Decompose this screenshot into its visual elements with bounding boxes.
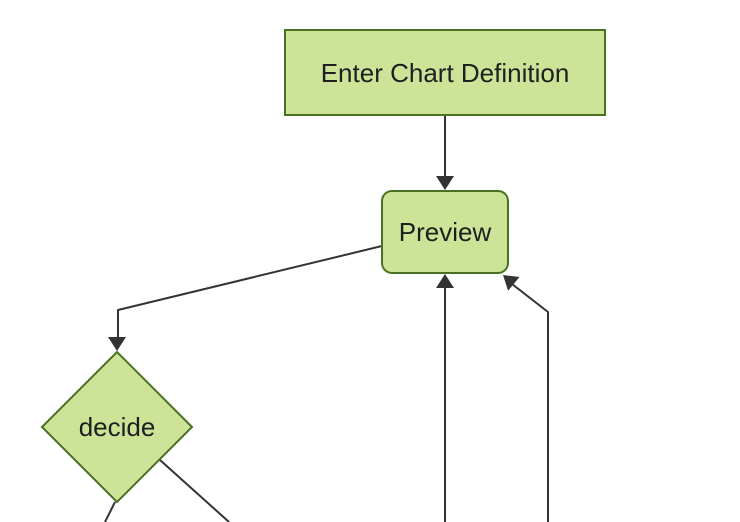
edge-decide-to-offscreen-bottom <box>159 459 230 522</box>
node-label: Preview <box>399 217 492 247</box>
edge-line <box>104 501 116 522</box>
diamond-node-shape <box>40 350 194 504</box>
node-label: decide <box>79 412 156 442</box>
edge-line <box>117 245 383 340</box>
node-label: Enter Chart Definition <box>321 58 570 88</box>
edge-line <box>159 459 230 522</box>
edge-preview-to-decide <box>108 245 383 351</box>
node-enter-chart-definition: Enter Chart Definition <box>284 29 606 116</box>
edge-line <box>511 283 549 522</box>
node-decide: decide <box>40 350 194 504</box>
edge-enterchartdefinition-to-preview <box>436 116 454 190</box>
edge-decide-to-offscreen-bottom-left <box>104 501 116 522</box>
rectangle-node-shape <box>284 29 606 116</box>
arrowhead-down-icon <box>436 176 454 190</box>
arrowhead-up-icon <box>436 274 454 288</box>
rounded-rectangle-node-shape <box>381 190 509 274</box>
node-preview: Preview <box>381 190 509 274</box>
arrowhead-down-icon <box>108 337 126 351</box>
edge-offscreen-bottom-to-preview <box>436 274 454 522</box>
arrowhead-up-left-icon <box>503 275 520 291</box>
edge-offscreen-bottom-right-to-preview <box>503 275 549 522</box>
